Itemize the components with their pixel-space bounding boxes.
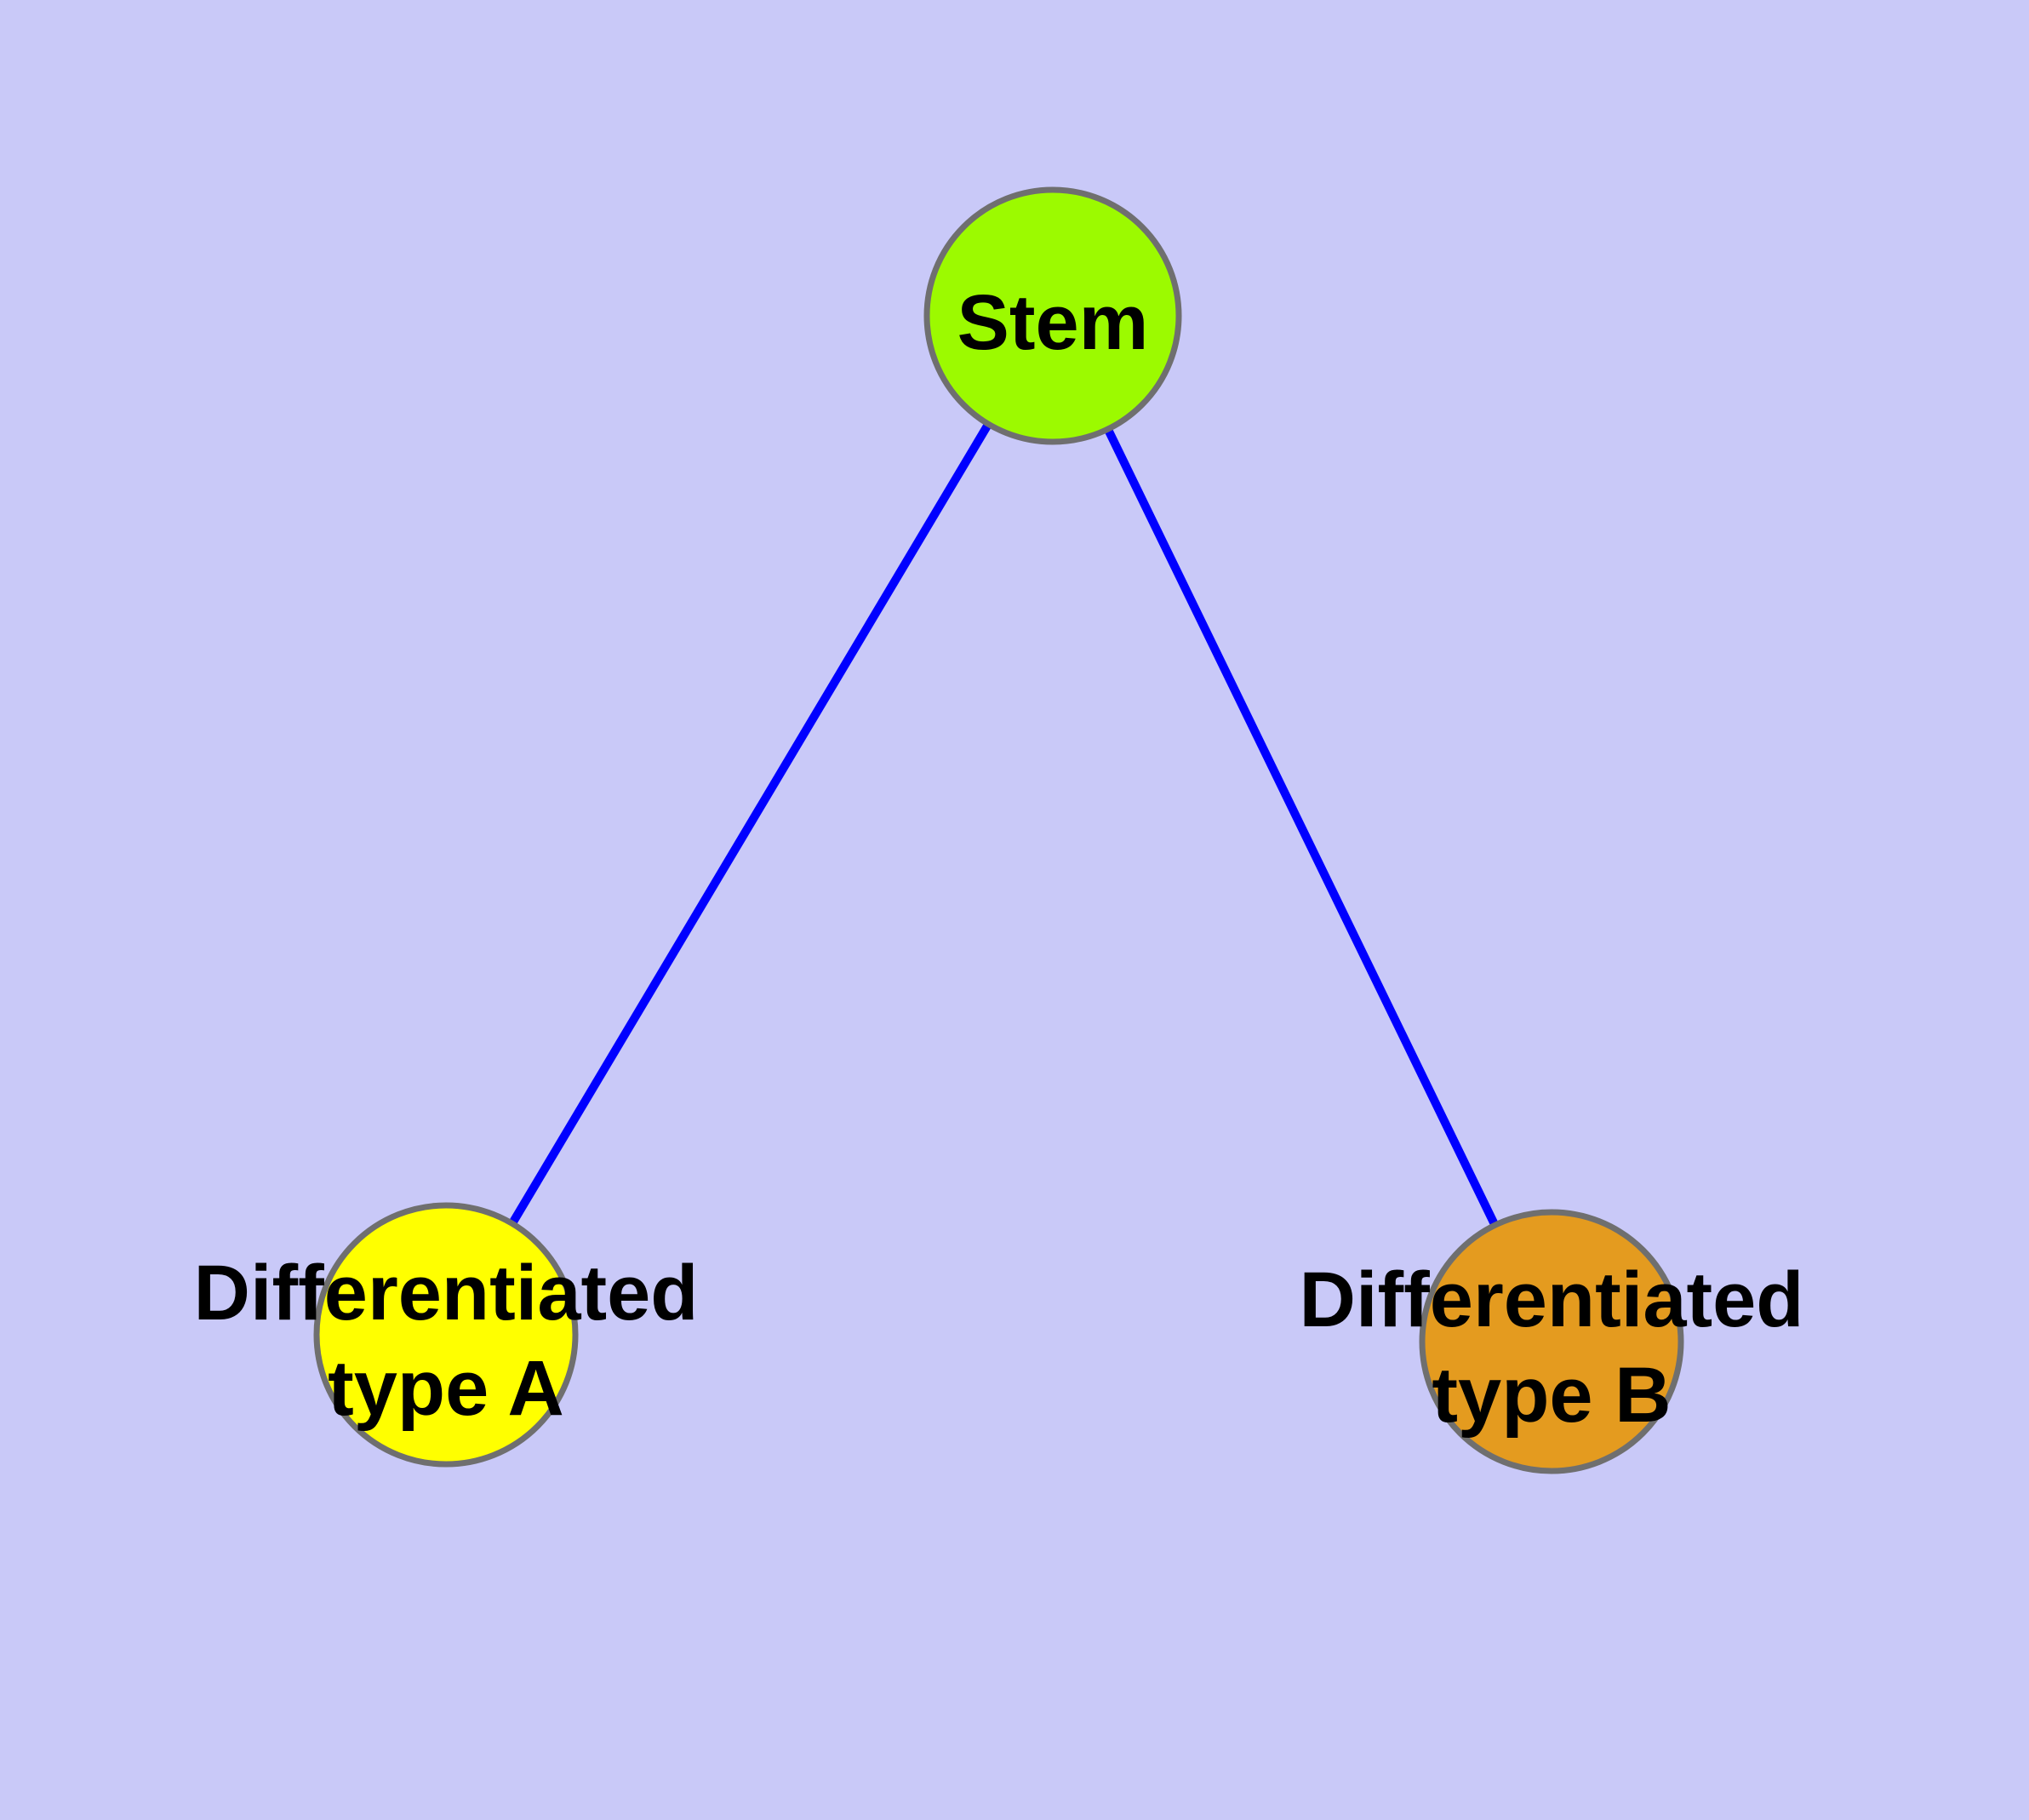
node-stem-label: Stem (957, 279, 1149, 366)
node-type-a-label-line1: Differentiated (194, 1250, 699, 1336)
node-type-a-label-line2: type A (328, 1345, 564, 1432)
edge-stem-to-type-b (1049, 313, 1556, 1344)
node-type-b-label-line1: Differentiated (1300, 1256, 1804, 1343)
node-differentiated-type-a[interactable]: Differentiated type A (194, 1202, 699, 1468)
node-differentiated-type-b[interactable]: Differentiated type B (1300, 1209, 1804, 1474)
node-type-a-circle[interactable] (313, 1202, 579, 1468)
node-type-b-label-line2: type B (1432, 1352, 1671, 1439)
node-type-b-circle[interactable] (1419, 1209, 1684, 1474)
node-stem-circle[interactable] (923, 186, 1182, 445)
edge-stem-to-type-a (442, 313, 1057, 1337)
node-stem[interactable]: Stem (923, 186, 1182, 445)
